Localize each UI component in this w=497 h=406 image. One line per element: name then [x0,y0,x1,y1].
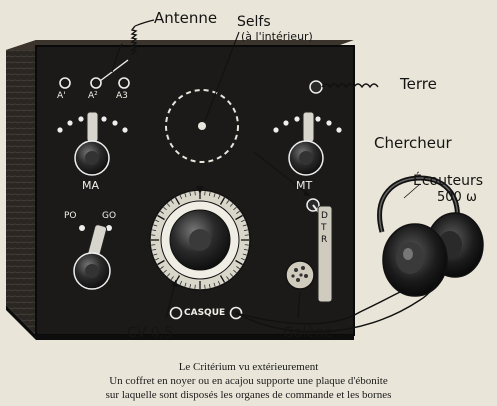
dial-tick [209,283,211,289]
panel-label-r: R [321,235,328,245]
panel-label-a1: A' [57,91,66,101]
dial-tick [160,210,164,214]
panel-label-t: T [321,223,327,233]
antenna-wire [130,25,138,55]
earth-wire [321,83,379,89]
dial-tick [243,249,249,251]
cabinet-side [6,40,36,335]
panel-label-go: GO [102,211,117,221]
label-cv: CV 0,5 [127,325,174,341]
dial-tick [174,197,181,205]
label-selfs-sub: (à l'intérieur) [241,30,313,43]
label-antenne: Antenne [154,9,218,27]
dial-tick [217,195,221,200]
mt-lever[interactable] [302,111,315,143]
panel-label-po: PO [64,211,77,221]
terminal-a3[interactable] [118,77,130,89]
dial-tick [243,229,249,231]
detector-assembly [285,198,333,303]
dial-tick [155,219,160,223]
dial-tick [235,259,243,266]
dial-tick [153,224,158,227]
caption-title: Le Critérium vu extérieurement [178,361,319,373]
dial-tick [233,269,237,274]
dial-tick [151,229,157,231]
dial-tick [233,206,237,211]
dial-tick [219,275,226,283]
dial-tick [157,259,165,266]
headphones [235,175,484,333]
dial-tick [226,200,230,204]
galena-crystal [291,266,308,282]
panel-label-casque: CASQUE [184,308,226,318]
dial-tick [236,210,240,214]
dial-tick [236,266,240,270]
dial-tick [166,203,171,207]
dial-tick [217,280,221,285]
label-selfs: Selfs [237,14,271,30]
dial-tick [153,253,158,256]
selfs-outline [165,89,239,163]
chercheur-pointer [253,151,311,197]
panel-label-d: D [321,211,328,221]
ma-lever[interactable] [86,111,99,143]
dial-tick [189,283,191,289]
label-galene: Galène [283,325,333,341]
caption-line-3: sur laquelle sont disposés les organes d… [105,389,392,401]
dial-tick [226,276,230,280]
dial-tick [219,197,226,205]
headphone-cord [235,291,401,325]
terminal-a1[interactable] [59,77,71,89]
selfs-pointer [204,31,240,122]
casque-terminal-left[interactable] [169,306,183,320]
dial-tick [213,282,216,287]
dial-tick [163,206,167,211]
mt-switch [273,111,342,176]
cv-dial-ticks [151,191,249,289]
dial-tick [242,224,247,227]
dial-tick [170,200,174,204]
dial-tick [160,266,164,270]
panel-label-mt: MT [296,179,313,192]
dial-tick [240,219,245,223]
dial-tick [229,273,234,277]
ma-switch [57,111,128,176]
earth-terminal[interactable] [309,80,323,94]
galene-pointer [297,291,301,319]
panel-label-ma: MA [82,179,100,192]
dial-tick [242,253,247,256]
dial-tick [151,249,157,251]
dial-tick [155,257,160,261]
label-ecouteurs: Écouteurs [413,173,484,189]
label-ecouteurs-impedance: 500 ω [437,190,477,205]
terminal-a2[interactable] [90,77,102,89]
dial-tick [166,273,171,277]
panel-label-a3: A3 [116,91,128,101]
cv-dial [149,186,251,291]
panel-label-a2: A² [88,91,98,101]
detector-rod [317,205,333,303]
antenna-terminals [59,77,130,89]
dial-tick [170,276,174,280]
label-terre: Terre [400,75,437,93]
dial-tick [179,280,183,285]
selfs-center-screw [198,122,206,130]
dial-tick [235,214,243,221]
dial-tick [229,203,234,207]
dial-tick [184,282,187,287]
dial-tick [163,269,167,274]
po-go-switch [73,224,112,290]
dial-tick [157,214,165,221]
cv-index-mark [196,186,204,194]
caption-line-2: Un coffret en noyer ou en acajou support… [109,375,388,387]
dial-tick [240,257,245,261]
dial-tick [189,191,191,197]
dial-tick [213,193,216,198]
dial-tick [209,191,211,197]
dial-tick [184,193,187,198]
label-chercheur: Chercheur [374,134,452,152]
dial-tick [179,195,183,200]
